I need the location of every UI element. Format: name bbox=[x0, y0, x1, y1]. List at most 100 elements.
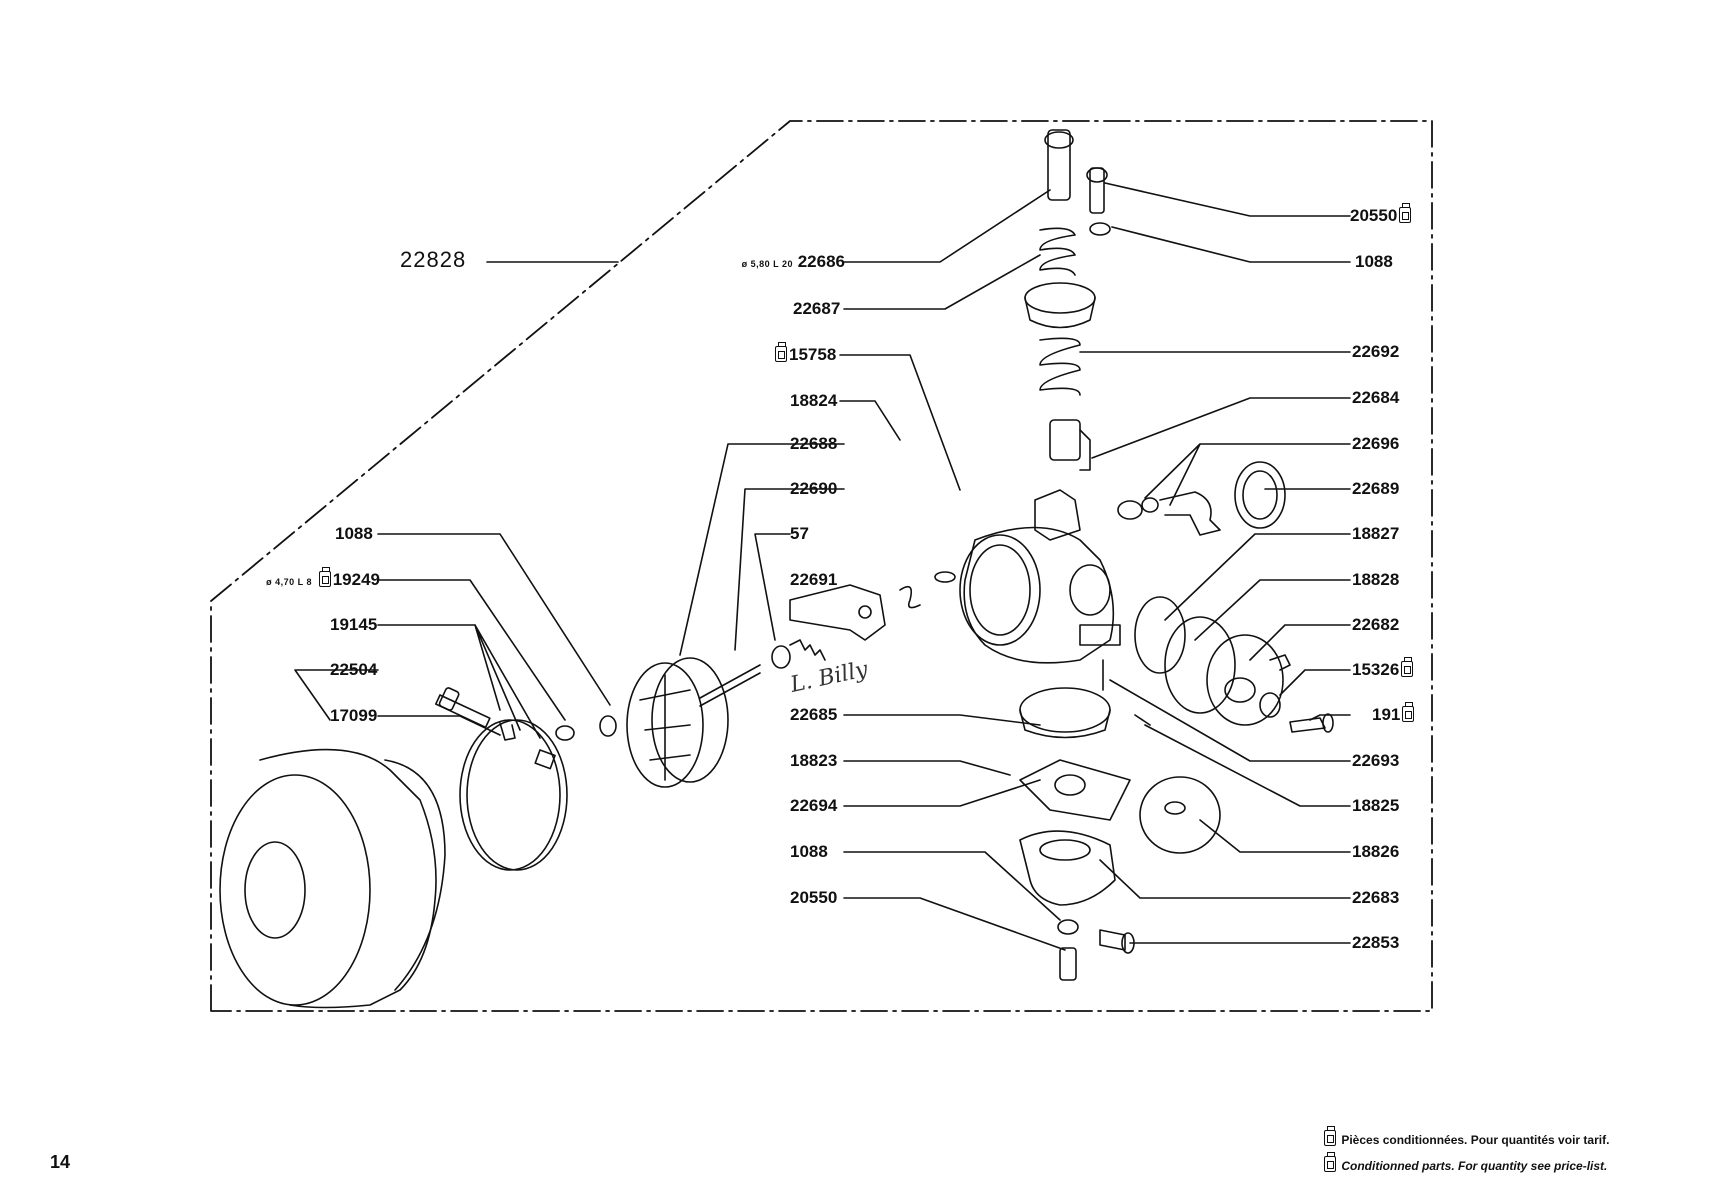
part-1088-washer-top bbox=[1089, 222, 1111, 236]
part-22696-nipple bbox=[1117, 491, 1221, 536]
part-20550-screw-top bbox=[1086, 167, 1108, 214]
leader-22696 bbox=[1144, 443, 1351, 506]
leader-18828 bbox=[1194, 579, 1351, 641]
leader-1088-bottom bbox=[843, 851, 1061, 921]
part-22853-screw bbox=[1099, 929, 1135, 954]
part-22686-screw bbox=[1044, 129, 1074, 201]
label-22691: 22691 bbox=[790, 570, 838, 589]
leader-1088-top bbox=[1111, 226, 1351, 263]
label-18826: 18826 bbox=[1352, 842, 1400, 861]
label-15758: 15758 bbox=[773, 342, 836, 365]
leader-22688 bbox=[679, 443, 845, 656]
part-15326-washer bbox=[1259, 692, 1281, 718]
leader-22504 bbox=[294, 669, 379, 721]
leader-22693 bbox=[1109, 679, 1351, 762]
footnote-en-text: Conditionned parts. For quantity see pri… bbox=[1341, 1159, 1608, 1173]
leader-22683 bbox=[1099, 859, 1351, 899]
leader-18824 bbox=[839, 400, 901, 441]
footnote-fr-text: Pièces conditionnées. Pour quantités voi… bbox=[1341, 1133, 1610, 1147]
label-15326: 15326 bbox=[1352, 657, 1415, 680]
label-22686: ø 5,80 L 20 22686 bbox=[720, 252, 845, 274]
part-22694-gasket bbox=[1019, 759, 1131, 821]
part-22683-bowl bbox=[1019, 830, 1116, 906]
part-22688-filter bbox=[626, 657, 729, 788]
part-cap bbox=[1024, 282, 1096, 329]
part-22685-float bbox=[1019, 687, 1111, 739]
part-17099-ring bbox=[459, 719, 568, 871]
page-number: 14 bbox=[50, 1152, 71, 1172]
label-1088-top: 1088 bbox=[1355, 252, 1393, 271]
part-22692-spring bbox=[1039, 337, 1081, 396]
label-18823: 18823 bbox=[790, 751, 838, 770]
label-22682: 22682 bbox=[1352, 615, 1400, 634]
part-carburetor-body bbox=[959, 489, 1121, 664]
label-18827: 18827 bbox=[1352, 524, 1400, 543]
label-22853: 22853 bbox=[1352, 933, 1400, 952]
part-18828-ring bbox=[1164, 616, 1236, 714]
leader-22687 bbox=[843, 254, 1041, 310]
label-18824: 18824 bbox=[790, 391, 838, 410]
leader-15326 bbox=[1279, 669, 1351, 696]
part-191-screw bbox=[1289, 713, 1334, 733]
label-22696: 22696 bbox=[1352, 434, 1400, 453]
leader-18825 bbox=[1144, 724, 1351, 807]
part-19249-nut bbox=[555, 725, 575, 741]
label-191: 191 bbox=[1372, 702, 1416, 725]
footnote: Pièces conditionnées. Pour quantités voi… bbox=[1322, 1126, 1610, 1179]
label-20550-top: 20550 bbox=[1350, 203, 1413, 226]
packaged-icon bbox=[1324, 1126, 1336, 1146]
label-1088-left: 1088 bbox=[335, 524, 373, 543]
label-22694: 22694 bbox=[790, 796, 838, 815]
label-22689: 22689 bbox=[1352, 479, 1400, 498]
note-22686: ø 5,80 L 20 bbox=[741, 259, 793, 269]
label-20550-top-id: 20550 bbox=[1350, 206, 1398, 225]
label-17099: 17099 bbox=[330, 706, 378, 725]
leader-15758 bbox=[839, 354, 961, 491]
label-22684: 22684 bbox=[1352, 388, 1400, 407]
part-18826-float bbox=[1139, 776, 1221, 854]
label-1088-bottom: 1088 bbox=[790, 842, 828, 861]
label-191-id: 191 bbox=[1372, 705, 1401, 724]
label-19145: 19145 bbox=[330, 615, 378, 634]
part-pin bbox=[934, 571, 956, 583]
label-22692: 22692 bbox=[1352, 342, 1400, 361]
leader-57 bbox=[754, 533, 791, 641]
footnote-line-fr: Pièces conditionnées. Pour quantités voi… bbox=[1322, 1126, 1610, 1153]
label-22685: 22685 bbox=[790, 705, 838, 724]
leader-18823 bbox=[843, 760, 1011, 776]
leader-18827 bbox=[1164, 533, 1351, 621]
leader-20550-bottom bbox=[843, 897, 1066, 951]
packaged-icon bbox=[1402, 702, 1415, 722]
label-18828: 18828 bbox=[1352, 570, 1400, 589]
assembly-boundary bbox=[210, 120, 1433, 1012]
leader-19145 bbox=[377, 624, 541, 739]
part-22682-cover bbox=[1206, 634, 1291, 726]
packaged-icon bbox=[1399, 203, 1412, 223]
packaged-icon bbox=[1324, 1152, 1336, 1172]
part-22684-slide bbox=[1049, 419, 1091, 471]
leader-22686 bbox=[843, 189, 1051, 263]
part-19145-screw bbox=[434, 687, 556, 770]
label-22686-id: 22686 bbox=[797, 252, 845, 271]
leader-22682 bbox=[1249, 624, 1351, 661]
label-15326-id: 15326 bbox=[1352, 660, 1400, 679]
packaged-icon bbox=[1401, 657, 1414, 677]
label-22687: 22687 bbox=[793, 299, 841, 318]
packaged-icon bbox=[318, 567, 331, 587]
leader-22684 bbox=[1091, 397, 1351, 459]
leader-18826 bbox=[1199, 819, 1351, 853]
part-22689-gasket bbox=[1234, 461, 1286, 529]
part-18825-pin bbox=[1134, 714, 1151, 726]
label-19249-id: 19249 bbox=[332, 570, 380, 589]
leader-22690 bbox=[734, 488, 845, 651]
label-57: 57 bbox=[790, 524, 809, 543]
packaged-icon bbox=[775, 342, 787, 362]
leader-20550-top bbox=[1104, 182, 1351, 217]
leader-22694 bbox=[843, 779, 1041, 807]
note-19249: ø 4,70 L 8 bbox=[266, 577, 312, 587]
footnote-line-en: Conditionned parts. For quantity see pri… bbox=[1322, 1152, 1609, 1179]
label-19249: ø 4,70 L 8 19249 bbox=[230, 567, 380, 592]
part-22504-bowl bbox=[219, 748, 446, 1009]
label-22690: 22690 bbox=[790, 479, 838, 498]
label-22693: 22693 bbox=[1352, 751, 1400, 770]
